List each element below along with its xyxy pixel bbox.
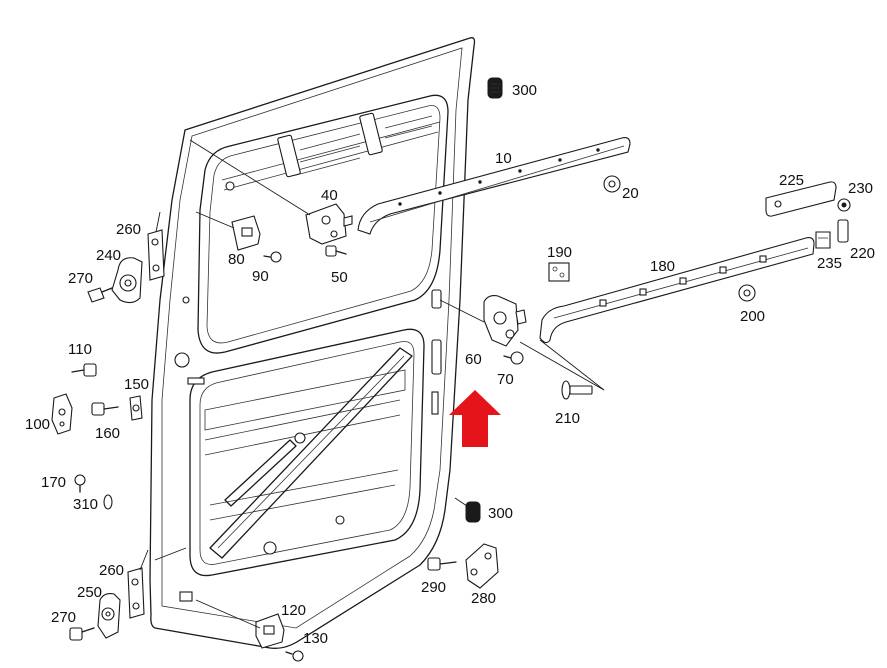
- direction-arrow-icon: [449, 390, 501, 447]
- callout-labels: 300 10 20 225 230 40 260 240 80 90 50 27…: [25, 82, 875, 647]
- callout-10: 10: [495, 150, 512, 167]
- callout-230: 230: [848, 180, 873, 197]
- callout-300-bottom: 300: [488, 505, 513, 522]
- callout-260-top: 260: [116, 221, 141, 238]
- callout-110: 110: [68, 341, 92, 358]
- buffer-300-top: [487, 77, 503, 99]
- screw-90: [263, 251, 282, 263]
- clip-150: [129, 395, 143, 421]
- callout-300-top: 300: [512, 82, 537, 99]
- callout-200: 200: [740, 308, 765, 325]
- clip-230: [837, 198, 851, 212]
- bolt-270-bottom: [69, 627, 95, 641]
- callout-60: 60: [465, 351, 482, 368]
- callout-240: 240: [96, 247, 121, 264]
- leader-lines: [139, 139, 605, 629]
- washer-310: [103, 494, 113, 510]
- clip-235: [815, 231, 831, 249]
- striker-260-bottom: [127, 567, 145, 619]
- callout-210: 210: [555, 410, 580, 427]
- lock-mechanism-60: [483, 295, 527, 347]
- screw-50: [325, 245, 347, 257]
- screw-70: [503, 351, 524, 365]
- sliding-door-panel: [149, 37, 476, 649]
- callout-225: 225: [779, 172, 804, 189]
- callout-90: 90: [252, 268, 269, 285]
- callout-270-top: 270: [68, 270, 93, 287]
- clip-200: [738, 284, 756, 302]
- callout-20: 20: [622, 185, 639, 202]
- screw-170: [74, 474, 86, 493]
- bolt-270-top: [87, 287, 113, 303]
- bolt-160: [91, 402, 119, 416]
- callout-220: 220: [850, 245, 875, 262]
- cover-225: [765, 181, 837, 217]
- callout-260-bottom: 260: [99, 562, 124, 579]
- latch-250: [97, 593, 121, 639]
- callout-270-bottom: 270: [51, 609, 76, 626]
- callout-150: 150: [124, 376, 149, 393]
- block-120: [255, 613, 285, 649]
- callout-80: 80: [228, 251, 245, 268]
- callout-50: 50: [331, 269, 348, 286]
- buffer-300-bottom: [465, 501, 481, 523]
- lower-guide-rail: [539, 237, 815, 344]
- callout-160: 160: [95, 425, 120, 442]
- callout-235: 235: [817, 255, 842, 272]
- label-190: [548, 262, 570, 282]
- bolt-110: [71, 363, 97, 377]
- callout-250: 250: [77, 584, 102, 601]
- callout-290: 290: [421, 579, 446, 596]
- block-80: [231, 215, 261, 251]
- callout-310: 310: [73, 496, 98, 513]
- callout-100: 100: [25, 416, 50, 433]
- plate-100: [51, 393, 73, 435]
- striker-260-top: [147, 229, 165, 281]
- callout-190: 190: [547, 244, 572, 261]
- latch-240: [111, 257, 143, 304]
- bracket-280: [465, 543, 499, 589]
- callout-120: 120: [281, 602, 306, 619]
- screw-130: [285, 650, 304, 662]
- clip-20: [603, 175, 621, 193]
- bolt-210: [561, 380, 593, 400]
- callout-40: 40: [321, 187, 338, 204]
- upper-guide-rail: [357, 137, 631, 235]
- callout-130: 130: [303, 630, 328, 647]
- bracket-40: [305, 203, 353, 245]
- bolt-290: [427, 557, 457, 571]
- callout-170: 170: [41, 474, 66, 491]
- bracket-220: [837, 219, 849, 243]
- callout-280: 280: [471, 590, 496, 607]
- callout-180: 180: [650, 258, 675, 275]
- callout-70: 70: [497, 371, 514, 388]
